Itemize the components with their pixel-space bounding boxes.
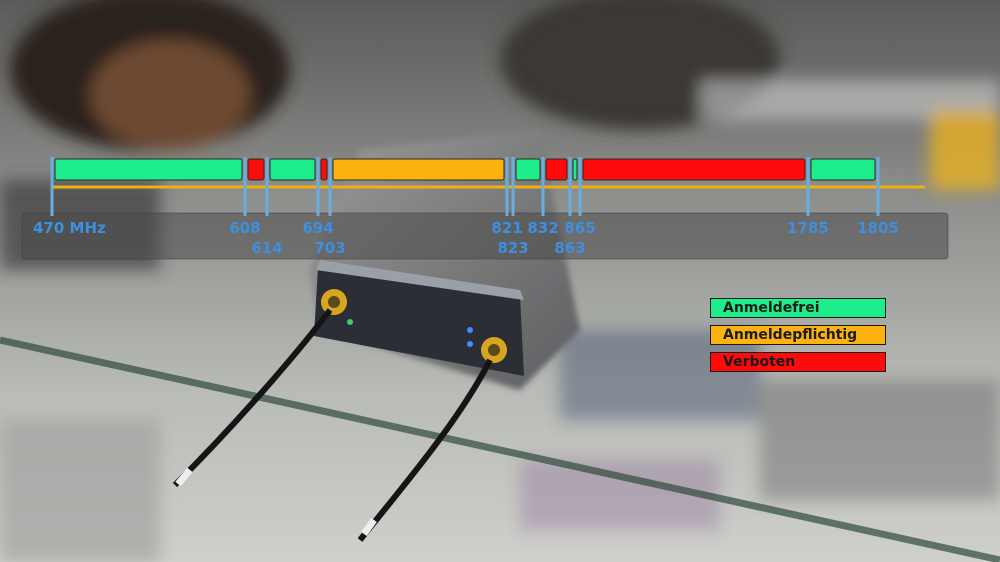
- tick-label-823: 823: [497, 239, 528, 257]
- legend-item-verboten: Verboten: [710, 352, 886, 372]
- tick-label-863: 863: [554, 239, 585, 257]
- tick-label-703: 703: [314, 239, 345, 257]
- tick-label-865: 865: [564, 219, 595, 237]
- band-segment-614-694: [269, 158, 316, 181]
- antenna-right: [357, 358, 493, 542]
- band-segment-703-821: [332, 158, 505, 181]
- tick-label-821: 821: [491, 219, 522, 237]
- legend-item-anmeldefrei: Anmeldefrei: [710, 298, 886, 318]
- band-segments: [54, 158, 876, 181]
- band-segment-694-703: [320, 158, 328, 181]
- tick-label-694: 694: [302, 219, 333, 237]
- tick-label-608: 608: [229, 219, 260, 237]
- tick-label-614: 614: [251, 239, 282, 257]
- tick-label-1785: 1785: [787, 219, 829, 237]
- frequency-tick-labels: 470 MHz 608 614 694 703 821 823 832 863 865 1785 18…: [33, 219, 899, 257]
- band-segment-1785-1805: [810, 158, 876, 181]
- band-segment-832-863: [545, 158, 568, 181]
- band-segment-608-614: [247, 158, 265, 181]
- tick-label-832: 832: [527, 219, 558, 237]
- band-segment-823-832: [515, 158, 541, 181]
- legend-item-anmeldepflichtig: Anmeldepflichtig: [710, 325, 886, 345]
- antenna-left: [172, 308, 333, 488]
- band-segment-863-865: [572, 158, 578, 181]
- glass-shelf-edge: [0, 336, 1000, 562]
- frequency-ticks: [50, 157, 880, 216]
- band-segment-470-608: [54, 158, 243, 181]
- legend: Anmeldefrei Anmeldepflichtig Verboten: [710, 298, 886, 379]
- tick-label-1805: 1805: [857, 219, 899, 237]
- band-segment-865-1785: [582, 158, 806, 181]
- tick-label-470: 470 MHz: [33, 219, 106, 237]
- tick-label-panel: [21, 212, 949, 260]
- receiver-front-panel: [314, 260, 524, 376]
